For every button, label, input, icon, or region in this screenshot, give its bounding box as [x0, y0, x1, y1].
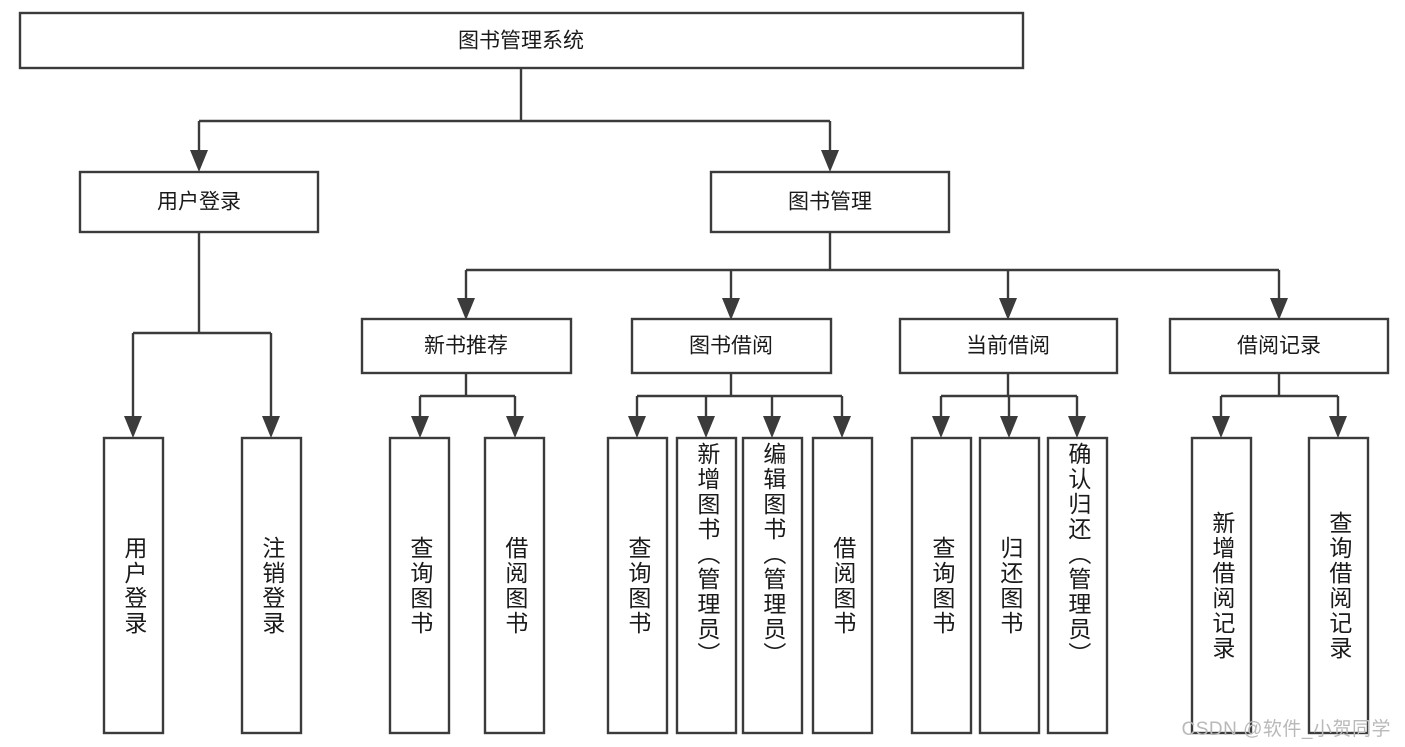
node-root[interactable]: 图书管理系统: [18, 11, 1025, 70]
node-book-management[interactable]: 图书管理: [709, 170, 951, 234]
connector-borrow-record-to-leaves: [1212, 373, 1347, 438]
leaf-node-borrow-book-bb[interactable]: [811, 436, 874, 735]
csdn-watermark: CSDN @软件_小贺同学: [1181, 719, 1391, 740]
node-user-login[interactable]: 用户登录: [78, 170, 320, 234]
leaf-node-add-book-admin[interactable]: [675, 436, 738, 735]
connector-user-login-to-leaves: [124, 232, 280, 438]
leaf-node-user-login[interactable]: [102, 436, 165, 735]
leaf-node-add-borrow-record[interactable]: [1190, 436, 1253, 735]
node-current-borrow-label: 当前借阅: [966, 335, 1050, 358]
connector-root-to-level1: [190, 68, 839, 172]
leaf-node-confirm-return-admin[interactable]: [1046, 436, 1109, 735]
node-user-login-label: 用户登录: [157, 191, 241, 214]
connector-book-borrow-to-leaves: [628, 373, 851, 438]
node-borrow-record[interactable]: 借阅记录: [1168, 317, 1390, 375]
leaf-node-query-borrow-record[interactable]: [1307, 436, 1370, 735]
node-current-borrow[interactable]: 当前借阅: [898, 317, 1119, 375]
leaf-node-edit-book-admin[interactable]: [741, 436, 804, 735]
leaf-node-return-book[interactable]: [978, 436, 1041, 735]
node-book-borrow[interactable]: 图书借阅: [630, 317, 833, 375]
leaf-node-logout[interactable]: [240, 436, 303, 735]
connector-new-book-to-leaves: [411, 373, 524, 438]
node-borrow-record-label: 借阅记录: [1237, 335, 1321, 358]
leaf-node-query-book-nbr[interactable]: [388, 436, 451, 735]
node-new-book-recommend-label: 新书推荐: [424, 335, 508, 358]
connector-current-borrow-to-leaves: [932, 373, 1086, 438]
leaf-node-borrow-book-nbr[interactable]: [483, 436, 546, 735]
connector-book-mgmt-to-level2: [457, 232, 1288, 320]
leaf-node-query-book-cb[interactable]: [910, 436, 973, 735]
node-root-label: 图书管理系统: [458, 30, 584, 53]
node-book-borrow-label: 图书借阅: [689, 335, 773, 358]
leaf-node-query-book-bb[interactable]: [606, 436, 669, 735]
node-new-book-recommend[interactable]: 新书推荐: [360, 317, 573, 375]
node-book-management-label: 图书管理: [788, 191, 872, 214]
